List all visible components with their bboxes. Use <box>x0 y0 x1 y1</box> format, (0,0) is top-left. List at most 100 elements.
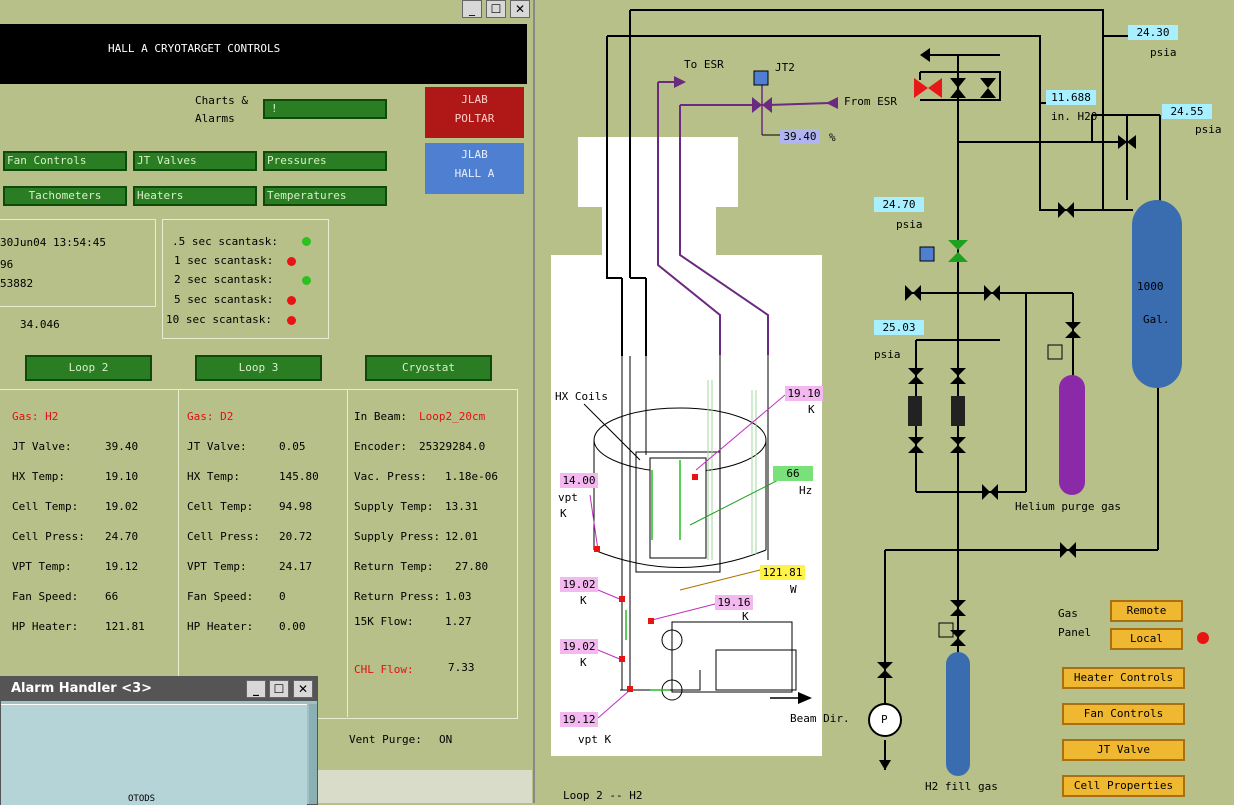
scantask-label-4: 10 sec scantask: <box>166 313 272 326</box>
jt-valve-button[interactable]: JT Valve <box>1062 739 1185 761</box>
tank-volume: 1000 <box>1137 280 1164 293</box>
alarm-close-button[interactable]: ✕ <box>293 680 313 698</box>
background-window <box>316 770 532 803</box>
cryo-value-5: 1.03 <box>445 590 472 603</box>
local-status-indicator <box>1197 632 1209 644</box>
t3-unit: K <box>580 656 587 669</box>
local-button[interactable]: Local <box>1110 628 1183 650</box>
temperatures-button[interactable]: Temperatures <box>263 186 387 206</box>
loop3-label-0: JT Valve: <box>187 440 247 453</box>
loop2-gas: Gas: H2 <box>12 410 59 423</box>
loop3-button[interactable]: Loop 3 <box>195 355 322 381</box>
jt2-label: JT2 <box>775 61 795 74</box>
jt2-percent: % <box>829 131 836 144</box>
alarm-partial-text: OTODS <box>128 794 156 804</box>
remote-button[interactable]: Remote <box>1110 600 1183 622</box>
alarm-title-bar[interactable]: Alarm Handler <3> _ ☐ ✕ <box>1 677 317 701</box>
t1-value: 19.02 <box>560 577 598 592</box>
loop2-value-0: 39.40 <box>105 440 139 453</box>
vpt1-value: 14.00 <box>560 473 598 488</box>
storage-tank <box>1132 200 1182 388</box>
loop3-label-6: HP Heater: <box>187 620 254 633</box>
divider <box>178 390 179 717</box>
valve-actuator-icon[interactable] <box>919 246 935 262</box>
loop2-value-5: 66 <box>105 590 119 603</box>
loop2-label-1: HX Temp: <box>12 470 65 483</box>
to-esr-label: To ESR <box>684 58 724 71</box>
loop2-button[interactable]: Loop 2 <box>25 355 152 381</box>
cryostat-outline <box>551 137 822 756</box>
heater-value: 121.81 <box>760 565 805 580</box>
h2o-value: 11.688 <box>1046 90 1096 105</box>
loop2-value-6: 121.81 <box>105 620 145 633</box>
cryo-label-0: Encoder: <box>354 440 407 453</box>
beam-direction-label: Beam Dir. <box>790 712 850 725</box>
cell-properties-button[interactable]: Cell Properties <box>1062 775 1185 797</box>
cryo-label-2: Supply Temp: <box>354 500 434 513</box>
heater-controls-button[interactable]: Heater Controls <box>1062 667 1185 689</box>
pump-icon <box>868 703 902 737</box>
h2-fill-label: H2 fill gas <box>925 780 998 793</box>
alarm-handler-window: Alarm Handler <3> _ ☐ ✕ OTODS <box>0 676 318 805</box>
loop2-value-2: 19.02 <box>105 500 139 513</box>
timestamp: 30Jun04 13:54:45 <box>0 236 106 249</box>
cryo-value-3: 12.01 <box>445 530 479 543</box>
pressures-button[interactable]: Pressures <box>263 151 387 171</box>
cryo-label-4: Return Temp: <box>354 560 434 573</box>
scantask-label-2: 2 sec scantask: <box>174 273 274 286</box>
scantask-label-3: 5 sec scantask: <box>174 293 274 306</box>
cryostat-button[interactable]: Cryostat <box>365 355 492 381</box>
cryo-value-0: 25329284.0 <box>419 440 486 453</box>
helium-purge-label: Helium purge gas <box>1015 500 1121 513</box>
loop-caption: Loop 2 -- H2 <box>563 789 643 802</box>
header-bar: HALL A CRYOTARGET CONTROLS <box>0 24 527 84</box>
jt2-actuator-icon[interactable] <box>753 70 769 86</box>
minimize-button[interactable]: _ <box>462 0 482 18</box>
loop3-label-1: HX Temp: <box>187 470 240 483</box>
loop2-value-4: 19.12 <box>105 560 139 573</box>
vpt1-unit: K <box>560 507 567 520</box>
cryotarget-controls-window: _ ☐ ✕ HALL A CRYOTARGET CONTROLS Charts … <box>0 0 535 803</box>
helium-bottle <box>1059 375 1085 495</box>
vent-purge-label: Vent Purge: <box>349 733 422 746</box>
cryo-label-6: 15K Flow: <box>354 615 414 628</box>
cryo-value-4: 27.80 <box>455 560 489 573</box>
vent-purge-value: ON <box>439 733 453 746</box>
info-line-3: 53882 <box>0 277 34 290</box>
alarm-minimize-button[interactable]: _ <box>246 680 266 698</box>
fan-speed-unit: Hz <box>799 484 813 497</box>
fan-controls-diagram-button[interactable]: Fan Controls <box>1062 703 1185 725</box>
scantask-status-1 <box>287 257 296 266</box>
jt2-value: 39.40 <box>780 129 820 144</box>
jlab-poltar-line2: POLTAR <box>454 112 495 125</box>
jlab-halla-button[interactable]: JLAB HALL A <box>425 143 524 194</box>
maximize-button[interactable]: ☐ <box>486 0 506 18</box>
charts-alarms-button[interactable]: ! <box>263 99 387 119</box>
close-button[interactable]: ✕ <box>510 0 530 18</box>
red-valve-icon <box>914 78 928 98</box>
status-info-box <box>0 219 156 307</box>
in-beam-label: In Beam: <box>354 410 407 423</box>
alarm-scrollbar[interactable] <box>309 704 317 804</box>
loop3-value-5: 0 <box>279 590 286 603</box>
loop3-label-4: VPT Temp: <box>187 560 247 573</box>
cryo-value-1: 1.18e-06 <box>445 470 498 483</box>
h2-bottle <box>946 652 970 776</box>
alarm-title: Alarm Handler <3> <box>11 681 153 696</box>
chl-flow-label: CHL Flow: <box>354 663 414 676</box>
fan-controls-button[interactable]: Fan Controls <box>3 151 127 171</box>
alarm-maximize-button[interactable]: ☐ <box>269 680 289 698</box>
heaters-button[interactable]: Heaters <box>133 186 257 206</box>
green-valve-icon <box>948 240 968 250</box>
scantask-box <box>162 219 329 339</box>
loop3-value-4: 24.17 <box>279 560 313 573</box>
gas-panel-label-2: Panel <box>1058 626 1092 639</box>
jlab-poltar-button[interactable]: JLAB POLTAR <box>425 87 524 138</box>
scantask-status-3 <box>287 296 296 305</box>
info-value: 34.046 <box>20 318 60 331</box>
scantask-label-1: 1 sec scantask: <box>174 254 274 267</box>
h2o-unit: in. H20 <box>1051 110 1098 123</box>
tachometers-button[interactable]: Tachometers <box>3 186 127 206</box>
jt-valves-button[interactable]: JT Valves <box>133 151 257 171</box>
